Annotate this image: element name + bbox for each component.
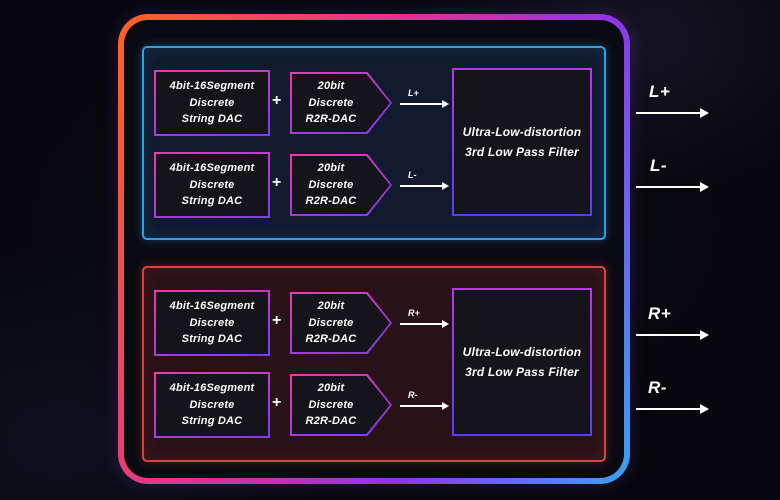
string-dac-label: 4bit-16Segment Discrete String DAC <box>169 382 255 428</box>
r2r-dac-box: 20bit Discrete R2R-DAC <box>290 374 392 436</box>
output-arrow-right-icon <box>636 404 709 414</box>
low-pass-filter-box: Ultra-Low-distortion 3rd Low Pass Filter <box>452 68 592 216</box>
arrow-right-icon <box>400 100 449 108</box>
r2r-dac-label: 20bit Discrete R2R-DAC <box>305 80 357 126</box>
right-channel-section: 4bit-16Segment Discrete String DAC + 20b… <box>142 266 606 462</box>
arrow-right-icon <box>400 182 449 190</box>
r2r-dac-box: 20bit Discrete R2R-DAC <box>290 72 392 134</box>
plus-sign: + <box>272 312 282 329</box>
string-dac-box: 4bit-16Segment Discrete String DAC <box>154 372 270 438</box>
arrow-right-icon <box>400 402 449 410</box>
output-label: R+ <box>648 304 672 323</box>
output-arrow-right-icon <box>636 182 709 192</box>
r2r-dac-label: 20bit Discrete R2R-DAC <box>305 162 357 208</box>
string-dac-label: 4bit-16Segment Discrete String DAC <box>169 300 255 346</box>
string-dac-box: 4bit-16Segment Discrete String DAC <box>154 70 270 136</box>
signal-label: R+ <box>408 308 420 318</box>
r2r-dac-box: 20bit Discrete R2R-DAC <box>290 292 392 354</box>
low-pass-filter-label: Ultra-Low-distortion 3rd Low Pass Filter <box>462 344 582 379</box>
left-channel-section: 4bit-16Segment Discrete String DAC + 20b… <box>142 46 606 240</box>
signal-label: R- <box>408 390 418 400</box>
string-dac-label: 4bit-16Segment Discrete String DAC <box>169 162 255 208</box>
output-arrow-right-icon <box>636 330 709 340</box>
signal-label: L- <box>408 170 417 180</box>
string-dac-box: 4bit-16Segment Discrete String DAC <box>154 152 270 218</box>
r2r-dac-label: 20bit Discrete R2R-DAC <box>305 382 357 428</box>
output-label: L+ <box>649 82 671 101</box>
plus-sign: + <box>272 174 282 191</box>
plus-sign: + <box>272 92 282 109</box>
string-dac-label: 4bit-16Segment Discrete String DAC <box>169 80 255 126</box>
r2r-dac-label: 20bit Discrete R2R-DAC <box>305 300 357 346</box>
output-arrow-right-icon <box>636 108 709 118</box>
r2r-dac-box: 20bit Discrete R2R-DAC <box>290 154 392 216</box>
signal-label: L+ <box>408 88 419 98</box>
output-label: R- <box>648 378 667 397</box>
plus-sign: + <box>272 394 282 411</box>
arrow-right-icon <box>400 320 449 328</box>
output-label: L- <box>650 156 668 175</box>
low-pass-filter-box: Ultra-Low-distortion 3rd Low Pass Filter <box>452 288 592 436</box>
low-pass-filter-label: Ultra-Low-distortion 3rd Low Pass Filter <box>462 124 582 159</box>
string-dac-box: 4bit-16Segment Discrete String DAC <box>154 290 270 356</box>
